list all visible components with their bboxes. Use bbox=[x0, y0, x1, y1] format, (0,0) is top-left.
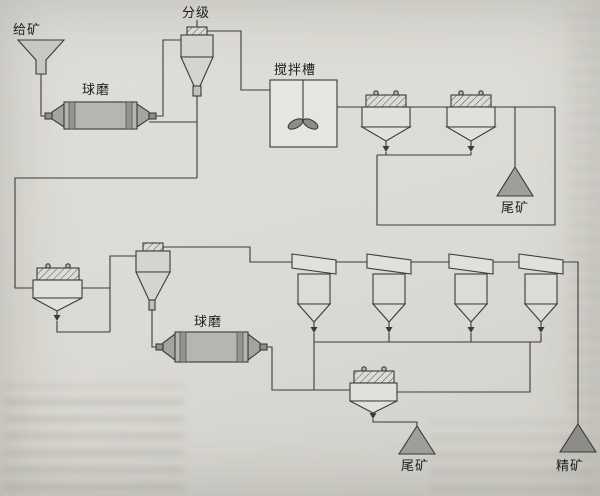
ball-mill-1 bbox=[44, 101, 157, 130]
label-classifier: 分级 bbox=[182, 6, 210, 21]
line-cyclone2-overflow bbox=[163, 246, 292, 263]
arrow-cellB-down bbox=[467, 146, 475, 152]
ball-mill-2 bbox=[155, 331, 268, 363]
flotation-cell-A bbox=[359, 90, 413, 142]
flotation-bank-2 bbox=[366, 253, 412, 323]
agitation-tank bbox=[269, 79, 338, 148]
flow-lines bbox=[14, 20, 579, 426]
tailings-pile-top bbox=[496, 165, 534, 197]
hydrocyclone-classifier bbox=[180, 26, 214, 97]
label-concentrate: 精矿 bbox=[556, 459, 584, 474]
arrow-cellA-down bbox=[382, 146, 390, 152]
line-cyclone2-to-mill2 bbox=[151, 310, 163, 348]
line-feed-to-mill1 bbox=[40, 74, 52, 117]
line-right-loop bbox=[376, 107, 556, 226]
line-cyclone1-overflow-to-tank bbox=[207, 30, 270, 91]
feed-hopper bbox=[16, 39, 66, 75]
line-cellC-bottom bbox=[56, 321, 110, 333]
line-mill2-to-cleaner bbox=[260, 346, 350, 391]
label-feed: 给矿 bbox=[13, 23, 41, 38]
arrow-cellC-down bbox=[53, 315, 61, 321]
line-cell-bottoms bbox=[377, 152, 472, 156]
arrow-bank3-down bbox=[467, 327, 475, 333]
label-tailings-bottom: 尾矿 bbox=[401, 459, 429, 474]
flotation-bank-4 bbox=[518, 253, 564, 323]
arrow-cleaner-down bbox=[369, 413, 377, 419]
line-mill1-to-cyclone1 bbox=[149, 39, 181, 117]
label-ball-mill-1: 球磨 bbox=[82, 83, 110, 98]
label-agitation-tank: 搅拌槽 bbox=[274, 62, 316, 78]
hydrocyclone-2 bbox=[135, 242, 171, 311]
concentrate-pile bbox=[558, 422, 598, 453]
label-tailings-top: 尾矿 bbox=[501, 201, 529, 216]
flotation-bank-3 bbox=[448, 253, 494, 323]
line-to-stage2 bbox=[14, 177, 197, 289]
line-pump-to-cyclone2 bbox=[109, 255, 136, 332]
line-to-tailings-bottom bbox=[372, 419, 418, 426]
arrow-bank1-down bbox=[310, 327, 318, 333]
arrow-bank2-down bbox=[385, 327, 393, 333]
line-bank-bottoms bbox=[313, 333, 542, 343]
line-to-concentrate bbox=[563, 261, 579, 424]
label-ball-mill-2: 球磨 bbox=[194, 315, 222, 330]
line-arrow-stubs bbox=[56, 141, 542, 327]
flotation-bank-1 bbox=[291, 253, 337, 323]
flow-arrows bbox=[53, 146, 545, 419]
cleaner-flotation-cell bbox=[349, 366, 398, 414]
line-cleaner-recycle bbox=[397, 342, 531, 393]
tailings-pile-bottom bbox=[397, 424, 437, 455]
flotation-cell-C bbox=[32, 263, 83, 312]
flotation-cell-B bbox=[444, 90, 498, 142]
arrow-bank4-down bbox=[537, 327, 545, 333]
